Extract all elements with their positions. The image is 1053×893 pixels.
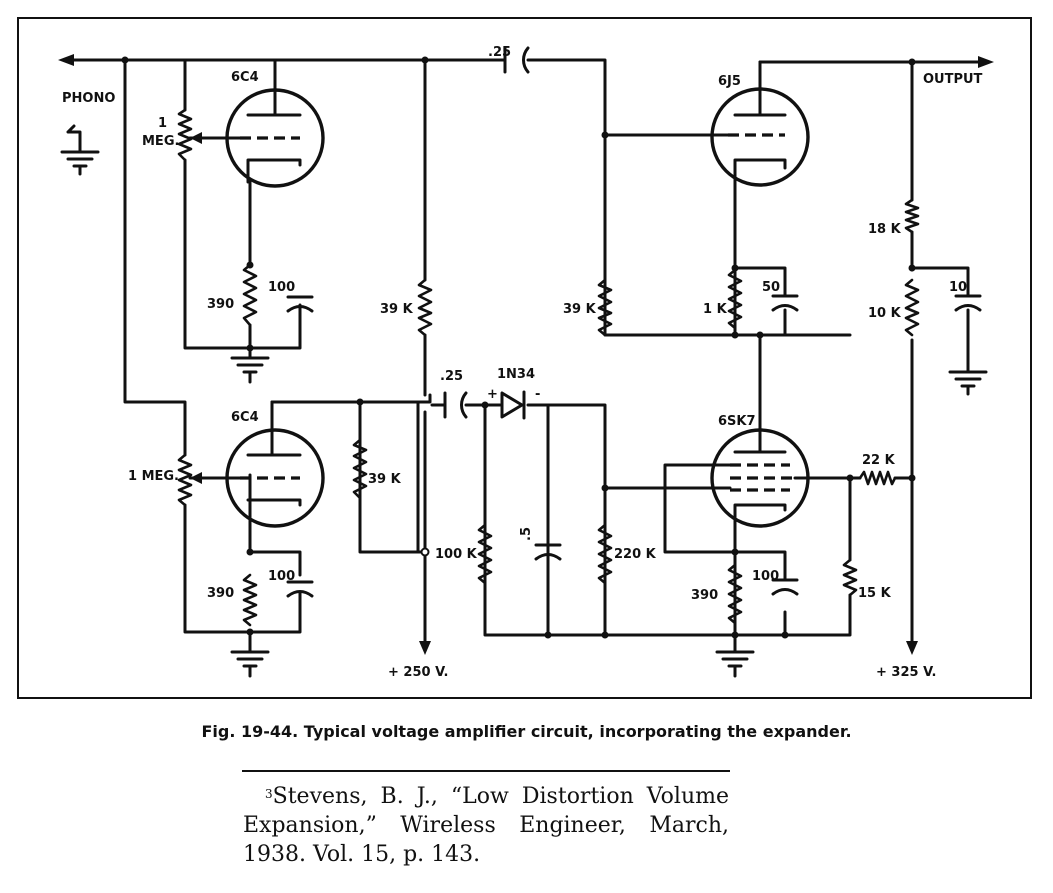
label-r-100k: 100 K xyxy=(435,547,478,562)
label-r-390-lower: 390 xyxy=(207,586,234,601)
label-cap-025-top: .25 xyxy=(488,45,511,60)
label-tube-6j5: 6J5 xyxy=(718,74,741,89)
supply-325-arrow xyxy=(906,641,918,655)
junction-dots xyxy=(121,56,916,639)
label-cap-100-lower: 100 xyxy=(268,569,295,584)
label-pot-meg: MEG. xyxy=(142,134,179,149)
label-r-39k-a: 39 K xyxy=(380,302,414,317)
label-r-18k: 18 K xyxy=(868,222,902,237)
label-supply-325: + 325 V. xyxy=(876,665,936,680)
label-diode: 1N34 xyxy=(497,367,535,382)
label-output: OUTPUT xyxy=(923,72,983,87)
label-r-22k: 22 K xyxy=(862,453,896,468)
tube-6c4-upper xyxy=(188,88,325,188)
tube-6sk7 xyxy=(710,424,810,554)
label-r-220k: 220 K xyxy=(614,547,657,562)
ground-symbols xyxy=(60,124,988,678)
label-tube-6c4-upper: 6C4 xyxy=(231,70,259,85)
wiring xyxy=(68,58,987,647)
footnote-text: Stevens, B. J., “Low Distortion Vol­ume … xyxy=(243,784,729,867)
label-r-390-upper: 390 xyxy=(207,297,234,312)
resistors xyxy=(177,108,920,627)
label-diode-plus: + xyxy=(487,387,498,402)
arrows xyxy=(58,54,994,655)
label-cap-100-upper: 100 xyxy=(268,280,295,295)
footnote: 3Stevens, B. J., “Low Distortion Vol­ume… xyxy=(243,782,729,869)
label-tube-6c4-lower: 6C4 xyxy=(231,410,259,425)
diode-1n34 xyxy=(500,390,526,420)
label-cap-05: .5 xyxy=(519,527,534,541)
figure-caption: Fig. 19-44. Typical voltage amplifier ci… xyxy=(201,722,852,741)
label-r-1k: 1 K xyxy=(703,302,728,317)
footnote-marker: 3 xyxy=(265,787,273,801)
label-r-15k: 15 K xyxy=(858,586,892,601)
tube-6j5 xyxy=(710,60,810,194)
label-r-39k-c: 39 K xyxy=(563,302,597,317)
label-cap-50: 50 xyxy=(762,280,780,295)
label-r-10k: 10 K xyxy=(868,306,902,321)
phono-arrow xyxy=(58,54,74,66)
label-phono: PHONO xyxy=(62,91,115,106)
circuit-schematic: PHONO OUTPUT 6C4 6C4 6J5 6SK7 1N34 + - .… xyxy=(17,17,1032,699)
label-supply-250: + 250 V. xyxy=(388,665,448,680)
label-diode-minus: - xyxy=(535,387,540,402)
label-cap-100-6sk7: 100 xyxy=(752,569,779,584)
schematic-border xyxy=(17,17,1032,699)
output-arrow xyxy=(978,56,994,68)
label-pot-1: 1 xyxy=(158,116,167,131)
capacitors xyxy=(286,46,982,637)
tube-6c4-lower xyxy=(188,400,325,554)
label-cap-10: 10 xyxy=(949,280,967,295)
label-tube-6sk7: 6SK7 xyxy=(718,414,756,429)
label-r-390-6sk7: 390 xyxy=(691,588,718,603)
label-cap-025-mid: .25 xyxy=(440,369,463,384)
label-r-39k-b: 39 K xyxy=(368,472,402,487)
label-pot-1meg-lower: 1 MEG. xyxy=(128,469,179,484)
labels: PHONO OUTPUT 6C4 6C4 6J5 6SK7 1N34 + - .… xyxy=(62,45,983,680)
supply-250-arrow xyxy=(419,641,431,655)
footnote-divider xyxy=(242,770,730,772)
